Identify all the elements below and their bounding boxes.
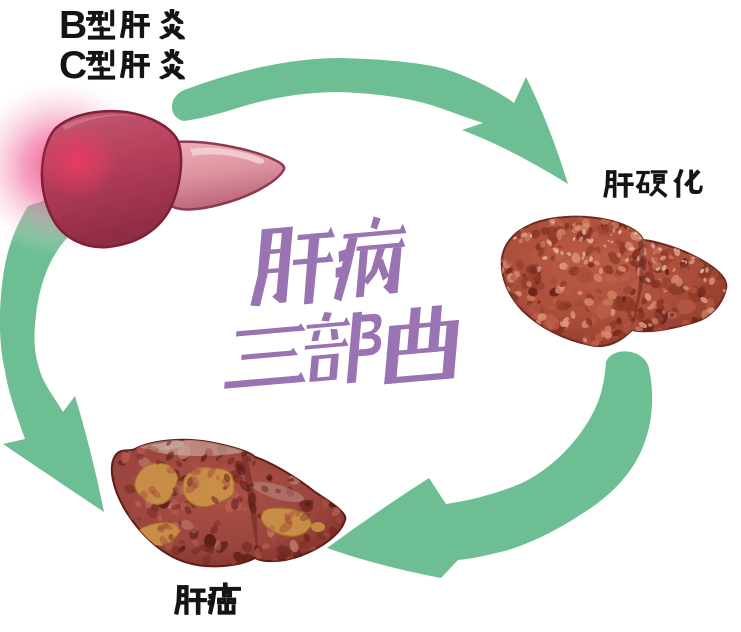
- svg-text:B: B: [59, 4, 87, 47]
- svg-text:C: C: [59, 44, 87, 87]
